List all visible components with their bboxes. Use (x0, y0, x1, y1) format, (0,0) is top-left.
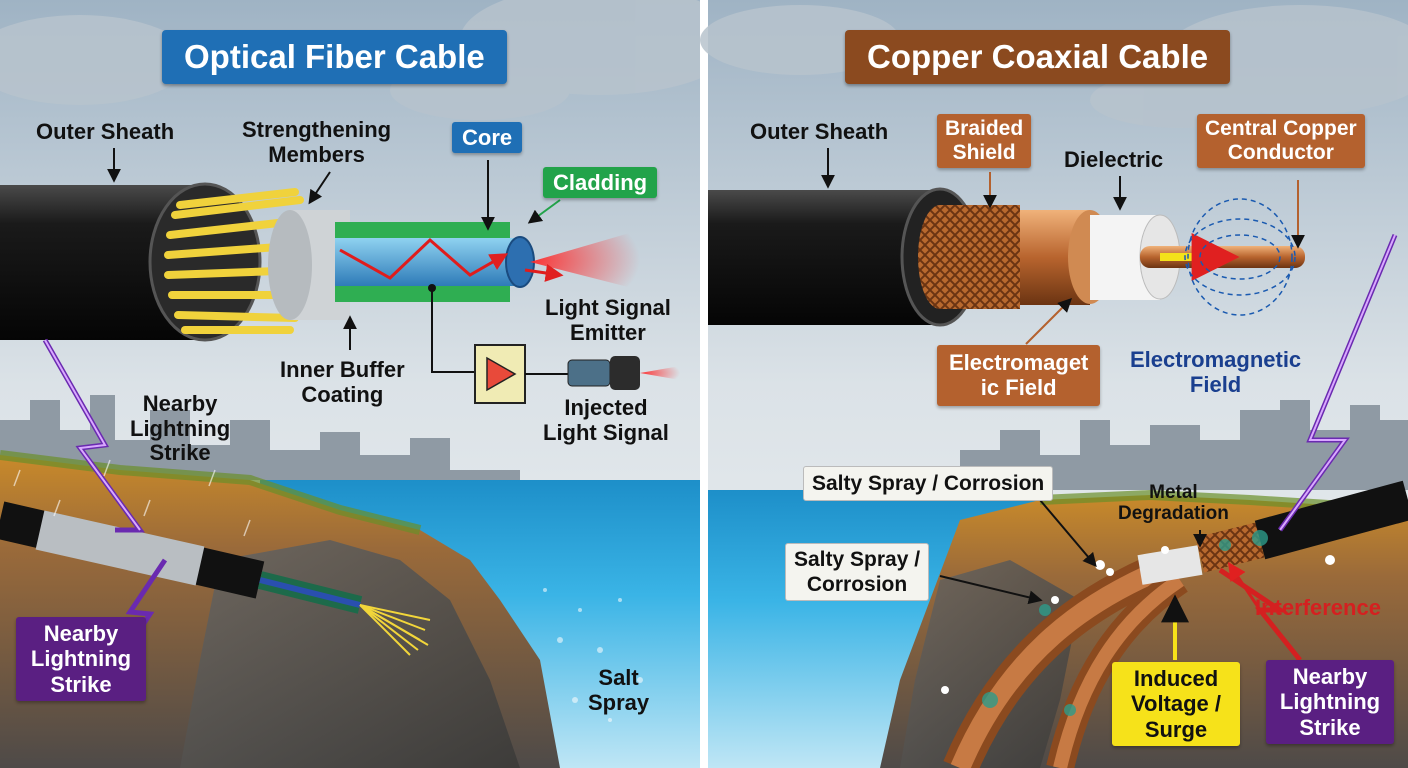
fiber-lightning-top-label: Nearby Lightning Strike (130, 391, 231, 466)
em-field-blue-label: Electromagnetic Field (1130, 347, 1302, 397)
conductor-line-1: Central Copper (1205, 117, 1357, 140)
coax-lightning-line-2: Lightning (1279, 689, 1381, 715)
interference-label: Interference (1255, 595, 1381, 620)
lightning-top-line-3: Strike (149, 440, 211, 466)
cladding-label: Cladding (543, 167, 658, 199)
em-blue-line-1: Electromagnetic (1130, 347, 1302, 372)
fiber-lightning-box: Nearby Lightning Strike (16, 617, 146, 701)
lightning-box-line-1: Nearby (43, 621, 119, 646)
metal-degradation-label: Metal Degradation (1118, 482, 1229, 525)
braided-line-1: Braided (945, 117, 1024, 140)
corroded-cables (941, 480, 1408, 768)
coax-lightning-box: Nearby Lightning Strike (1266, 660, 1394, 744)
braided-shield-label: Braided Shield (937, 114, 1032, 169)
em-field-box-label: Electromaget ic Field (937, 345, 1101, 406)
strengthening-members-label: Strengthening Members (242, 117, 392, 167)
braided-line-2: Shield (952, 141, 1016, 165)
left-clouds (0, 0, 740, 120)
salty-2-line-1: Salty Spray / (794, 548, 921, 571)
injected-line-2: Light Signal (543, 419, 669, 445)
emitter-line-2: Emitter (570, 319, 646, 345)
salt-spray-line-1: Salt (598, 665, 639, 690)
buffer-line-2: Coating (301, 381, 384, 407)
core-label: Core (452, 122, 523, 154)
right-city (960, 400, 1408, 490)
coax-cutaway (708, 187, 1305, 327)
em-box-line-2: ic Field (980, 375, 1057, 401)
salty-spray-label-2: Salty Spray / Corrosion (785, 543, 930, 602)
lightning-box-line-2: Lightning (30, 646, 132, 672)
fiber-cutaway (0, 182, 640, 342)
right-rock (900, 560, 1080, 768)
salty-2-line-2: Corrosion (806, 573, 908, 597)
coax-lightning-line-1: Nearby (1292, 664, 1368, 689)
em-field-lines (1184, 198, 1296, 316)
salt-spray-line-2: Spray (588, 689, 650, 715)
coax-outer-sheath-label: Outer Sheath (750, 119, 889, 144)
fiber-outer-sheath-label: Outer Sheath (36, 119, 175, 144)
coax-lightning-line-3: Strike (1299, 714, 1361, 740)
light-signal-emitter-label: Light Signal Emitter (545, 295, 671, 345)
lower-fiber-cable (0, 501, 431, 656)
metal-line-2: Degradation (1118, 503, 1229, 525)
metal-line-1: Metal (1149, 482, 1198, 503)
salty-spray-label-1: Salty Spray / Corrosion (803, 466, 1054, 502)
induced-voltage-box: Induced Voltage / Surge (1112, 662, 1240, 746)
left-city (0, 395, 520, 480)
emitter-assembly (428, 284, 680, 404)
panel-divider (700, 0, 708, 768)
induced-line-2: Voltage / (1130, 691, 1222, 717)
injected-light-signal-label: Injected Light Signal (543, 395, 669, 445)
induced-line-1: Induced (1133, 666, 1219, 691)
lightning-top-line-2: Lightning (130, 415, 231, 441)
injected-line-1: Injected (564, 395, 648, 420)
strengthening-line-1: Strengthening (242, 117, 392, 142)
dielectric-label: Dielectric (1064, 147, 1164, 172)
em-box-line-1: Electromaget (949, 350, 1089, 375)
em-blue-line-2: Field (1189, 371, 1242, 397)
induced-line-3: Surge (1144, 716, 1208, 742)
salt-spray-label: Salt Spray (588, 665, 650, 715)
fiber-title: Optical Fiber Cable (162, 30, 507, 84)
inner-buffer-coating-label: Inner Buffer Coating (280, 357, 405, 407)
conductor-line-2: Conductor (1227, 141, 1334, 165)
coax-title: Copper Coaxial Cable (845, 30, 1231, 84)
strengthening-line-2: Members (268, 141, 365, 167)
left-rock (180, 540, 520, 768)
lightning-top-line-1: Nearby (142, 391, 218, 416)
emitter-line-1: Light Signal (545, 295, 671, 320)
central-conductor-label: Central Copper Conductor (1197, 114, 1365, 169)
buffer-line-1: Inner Buffer (280, 357, 405, 382)
lightning-box-line-3: Strike (50, 671, 112, 697)
